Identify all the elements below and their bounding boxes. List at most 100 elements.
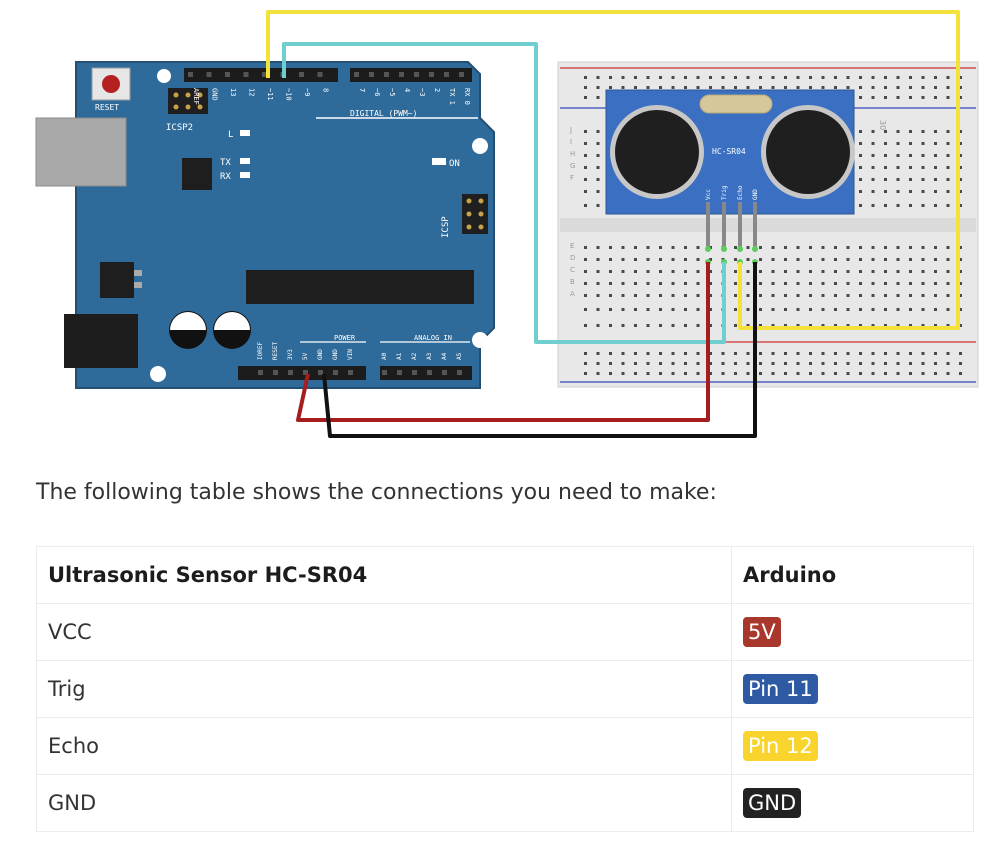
breadboard-hole [684, 352, 687, 355]
digital-label: DIGITAL (PWM~) [350, 109, 417, 118]
breadboard-hole [746, 352, 750, 355]
header-pin [427, 370, 432, 375]
icsp2-label: ICSP2 [166, 123, 193, 133]
breadboard-hole [859, 324, 862, 327]
breadboard-hole [959, 246, 962, 249]
usb-connector [35, 117, 127, 187]
breadboard-hole [959, 96, 962, 99]
breadboard-hole [709, 362, 712, 365]
breadboard-hole [859, 86, 862, 89]
breadboard-hole [934, 308, 937, 311]
header-pin [303, 370, 308, 375]
breadboard-hole [859, 76, 862, 79]
breadboard-hole [771, 86, 775, 89]
breadboard-hole [884, 96, 887, 99]
breadboard-hole [871, 96, 875, 99]
breadboard-hole [584, 154, 587, 157]
intro-text: The following table shows the connection… [36, 480, 717, 505]
header-pin [444, 72, 449, 77]
header-pin [348, 370, 353, 375]
breadboard-hole [584, 96, 587, 99]
breadboard-hole [959, 362, 962, 365]
breadboard-hole [834, 362, 837, 365]
breadboard-hole [634, 246, 637, 249]
breadboard-hole [584, 352, 587, 355]
header-pin [318, 370, 323, 375]
header-pin [369, 72, 374, 77]
breadboard-hole [659, 362, 662, 365]
breadboard-hole [946, 142, 950, 145]
breadboard-hole [684, 372, 687, 375]
breadboard-hole [721, 372, 725, 375]
top-pin-label: ~9 [303, 88, 311, 96]
top-pin-label: 12 [248, 88, 256, 96]
led-l-label: L [228, 130, 233, 140]
breadboard-hole [946, 86, 950, 89]
breadboard-hole [959, 76, 962, 79]
breadboard-hole [784, 76, 787, 79]
breadboard-hole [846, 270, 850, 273]
breadboard-hole [709, 258, 712, 261]
breadboard-hole [634, 76, 637, 79]
breadboard-hole [784, 362, 787, 365]
breadboard-hole [846, 362, 850, 365]
breadboard-hole [796, 246, 800, 249]
breadboard-hole [934, 282, 937, 285]
breadboard-hole [796, 362, 800, 365]
breadboard-hole [884, 294, 887, 297]
breadboard-hole [771, 372, 775, 375]
breadboard-hole [696, 246, 700, 249]
breadboard-hole [746, 246, 750, 249]
breadboard-hole [584, 294, 587, 297]
breadboard-hole [909, 204, 912, 207]
breadboard-hole [821, 76, 825, 79]
header-pin [429, 72, 434, 77]
breadboard-hole [921, 86, 925, 89]
breadboard-hole [646, 352, 650, 355]
breadboard-hole [834, 352, 837, 355]
breadboard-hole [596, 190, 600, 193]
breadboard-hole [584, 142, 587, 145]
breadboard-hole [884, 324, 887, 327]
breadboard-hole [821, 324, 825, 327]
breadboard-hole [871, 86, 875, 89]
breadboard-hole [871, 324, 875, 327]
breadboard-hole [659, 246, 662, 249]
breadboard-hole [896, 308, 900, 311]
breadboard-hole [734, 308, 737, 311]
breadboard-hole [859, 96, 862, 99]
breadboard-hole [684, 282, 687, 285]
breadboard-hole [896, 142, 900, 145]
breadboard-hole [584, 282, 587, 285]
breadboard-hole [584, 204, 587, 207]
breadboard-hole [584, 246, 587, 249]
arduino-pin-cell: Pin 11 [731, 660, 974, 718]
breadboard-hole [871, 154, 875, 157]
atmega-chip [246, 270, 474, 304]
breadboard-hole [896, 372, 900, 375]
breadboard-hole [959, 130, 962, 133]
breadboard-hole [646, 324, 650, 327]
breadboard-hole [859, 258, 862, 261]
breadboard-hole [746, 86, 750, 89]
breadboard-hole [671, 372, 675, 375]
header-pin [414, 72, 419, 77]
breadboard-hole [596, 308, 600, 311]
breadboard-hole [921, 154, 925, 157]
breadboard-hole [621, 246, 625, 249]
breadboard-hole [959, 352, 962, 355]
breadboard-hole [646, 282, 650, 285]
breadboard-row-letter: B [570, 278, 575, 286]
breadboard-hole [921, 372, 925, 375]
top-pin-label: RX 0 [463, 88, 471, 105]
breadboard-hole [821, 258, 825, 261]
breadboard-hole [896, 246, 900, 249]
sensor-pin-label: GND [752, 189, 759, 200]
breadboard-hole [959, 258, 962, 261]
breadboard-hole [809, 258, 812, 261]
breadboard-hole [909, 324, 912, 327]
breadboard-hole [946, 362, 950, 365]
breadboard-hole [759, 246, 762, 249]
